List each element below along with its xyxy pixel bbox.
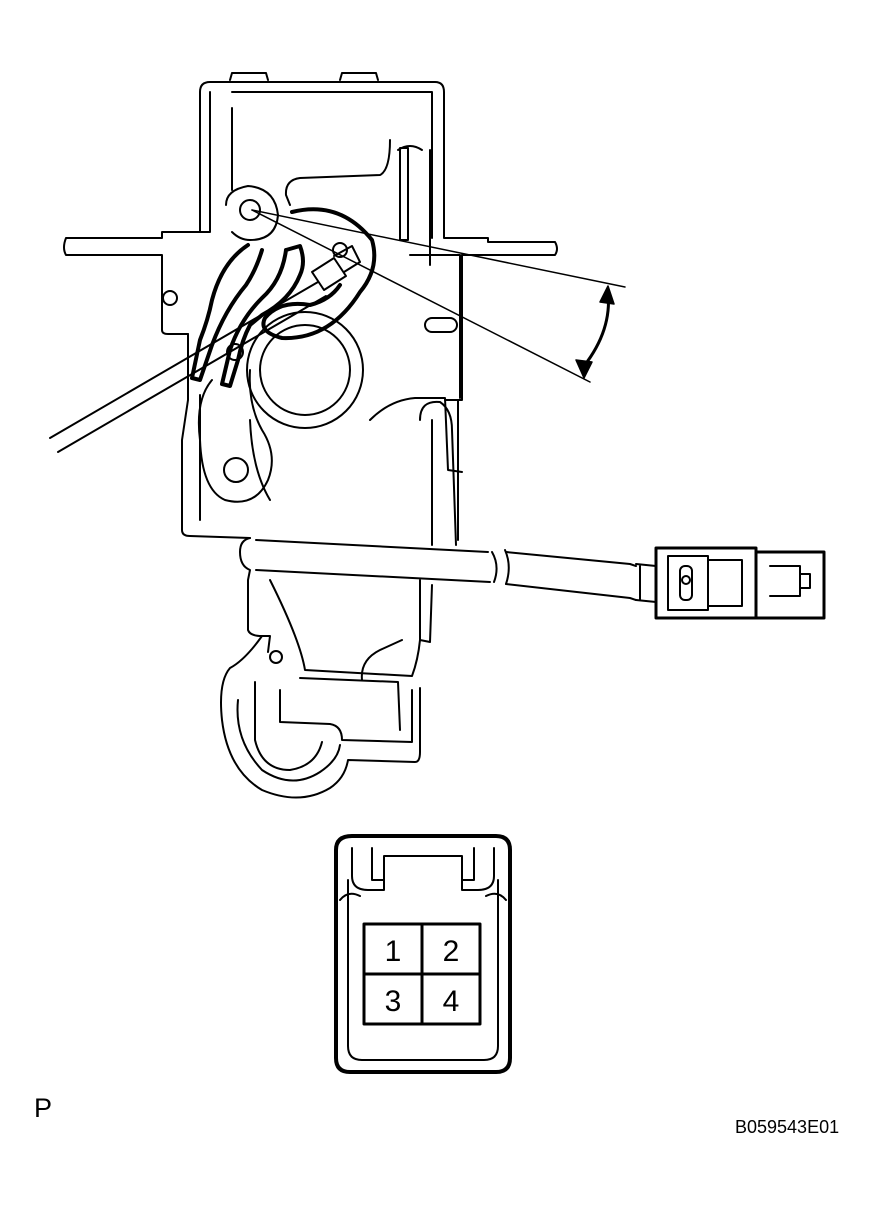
terminal-2-label: 2: [443, 935, 460, 968]
terminal-3-label: 3: [385, 985, 402, 1018]
pivot-hole-small: [332, 242, 348, 258]
rotation-angle-indicator: [251, 209, 626, 383]
wire-harness: [419, 400, 457, 546]
terminal-4-label: 4: [443, 985, 460, 1018]
release-lever: [197, 369, 273, 503]
terminal-1-label: 1: [385, 935, 402, 968]
housing-slot: [424, 317, 458, 333]
connector-terminal-numbers: 1 2 3 4: [385, 935, 460, 1018]
harness-connector-side-view: [654, 546, 826, 620]
view-label: P: [34, 1093, 53, 1123]
upper-housing: [63, 81, 211, 335]
detent-spring: [261, 207, 377, 341]
connector-terminal-view: [334, 834, 512, 1074]
housing-cavity: [246, 311, 364, 429]
top-mount-tabs: [229, 72, 379, 81]
lower-housing: [239, 537, 271, 653]
pivot-hole-upper: [239, 199, 261, 221]
figure-code: B059543E01: [735, 1117, 840, 1137]
